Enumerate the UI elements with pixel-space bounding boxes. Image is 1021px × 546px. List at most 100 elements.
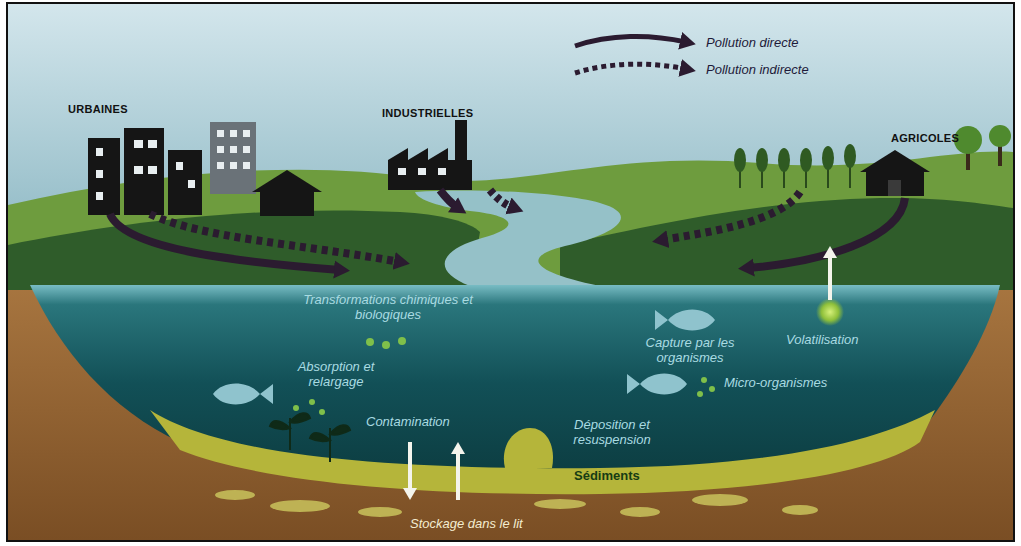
urban-buildings-part <box>88 138 120 215</box>
urban-buildings-part-part <box>96 148 103 156</box>
factory-part-part <box>438 168 446 175</box>
sediment-layer-part <box>504 428 553 468</box>
farm-part-part <box>778 148 790 172</box>
particles-part <box>701 377 707 383</box>
urban-buildings-part-part <box>243 162 250 169</box>
factory-part-part <box>418 168 426 175</box>
particles-part <box>293 405 299 411</box>
farm-part-part <box>800 148 812 172</box>
particles-part <box>709 386 715 392</box>
storage-blobs-part <box>270 500 330 512</box>
particles-part <box>697 391 703 397</box>
pollution-arrows-part <box>748 198 905 268</box>
contamination-arrows-part <box>456 450 460 500</box>
storage-blobs-part <box>358 507 402 517</box>
urban-buildings-part <box>96 130 250 200</box>
urban-buildings-part-part <box>230 130 237 137</box>
process-label: Déposition et resuspension <box>549 418 675 448</box>
factory-part-part <box>398 168 406 175</box>
fish <box>213 310 715 405</box>
river <box>415 190 621 286</box>
process-label: Micro-organismes <box>724 376 827 391</box>
particles-part <box>366 338 374 346</box>
sector-label: AGRICOLES <box>891 132 959 145</box>
hills-part <box>560 198 1013 290</box>
frame <box>7 3 1014 541</box>
urban-buildings-part <box>252 170 322 192</box>
legend-samples <box>575 36 686 73</box>
frame-part <box>7 3 1014 541</box>
urban-buildings-part-part <box>176 162 183 170</box>
contamination-arrows <box>410 442 458 500</box>
water-plants-part <box>290 413 310 423</box>
urban-buildings-part-part <box>188 180 195 188</box>
volatilisation-symbol-part <box>816 298 844 326</box>
water-plants-part <box>330 425 350 435</box>
storage-blobs-part <box>534 499 586 509</box>
urban-buildings <box>88 122 322 216</box>
farm-part-part <box>849 165 851 188</box>
volatilisation-symbol-part <box>828 254 832 300</box>
process-label: Capture par les organismes <box>628 336 752 366</box>
hills-part <box>8 210 480 290</box>
farm-part-part <box>734 148 746 172</box>
water-plants-part <box>310 433 330 441</box>
legend-samples-part <box>575 36 686 46</box>
urban-buildings-part <box>168 150 202 215</box>
ground <box>8 280 1013 540</box>
urban-buildings-part-part <box>148 140 157 148</box>
legend-text: Pollution directe <box>706 36 799 51</box>
farm-part-part <box>844 144 856 168</box>
urban-buildings-part <box>260 190 314 216</box>
farm-part <box>860 150 930 172</box>
urban-buildings-part <box>124 128 164 215</box>
legend-samples-part <box>575 64 686 73</box>
particles-part <box>382 341 390 349</box>
factory-part <box>398 168 446 175</box>
urban-buildings-part-part <box>96 170 103 178</box>
pollution-arrows <box>110 190 905 270</box>
urban-buildings-part-part <box>134 140 143 148</box>
river-part <box>415 190 621 286</box>
farm-part <box>998 146 1002 166</box>
pollution-arrows-part <box>110 214 340 270</box>
contamination-arrows-part <box>408 442 412 492</box>
process-label: Absorption et relargage <box>284 360 388 390</box>
pollution-arrows-part <box>662 192 800 240</box>
urban-buildings-part-part <box>217 130 224 137</box>
ground-part <box>8 280 1013 540</box>
sediment-layer <box>150 410 935 494</box>
urban-buildings-part <box>210 122 256 194</box>
urban-buildings-part-part <box>134 166 143 174</box>
fish-part <box>655 310 715 331</box>
farm-part <box>740 165 850 188</box>
sector-label: URBAINES <box>68 103 128 116</box>
particles-part <box>319 409 325 415</box>
urban-buildings-part-part <box>243 130 250 137</box>
urban-buildings-part-part <box>217 146 224 153</box>
urban-buildings-part-part <box>243 146 250 153</box>
particles-part <box>309 399 315 405</box>
factory-part <box>455 120 467 160</box>
farm-part <box>888 180 901 196</box>
particles-part <box>398 337 406 345</box>
urban-buildings-part-part <box>148 166 157 174</box>
pollution-arrows-part <box>440 190 458 208</box>
factory <box>388 120 472 190</box>
farm-part <box>734 144 856 172</box>
farm-part-part <box>822 146 834 170</box>
urban-buildings-part-part <box>230 162 237 169</box>
process-label: Transformations chimiques et biologiques <box>288 293 488 323</box>
water-plants-part <box>270 421 290 429</box>
farm-part <box>989 125 1011 147</box>
fish-part <box>213 384 273 405</box>
pollution-arrows-part <box>150 214 400 262</box>
urban-buildings-part-part <box>217 162 224 169</box>
process-label: Volatilisation <box>786 333 859 348</box>
farm-part-part <box>756 148 768 172</box>
farm-part <box>866 170 924 196</box>
farm <box>734 125 1011 196</box>
storage-blobs <box>215 490 818 517</box>
sector-label: INDUSTRIELLES <box>382 107 473 120</box>
sediment-layer-part <box>150 410 935 494</box>
